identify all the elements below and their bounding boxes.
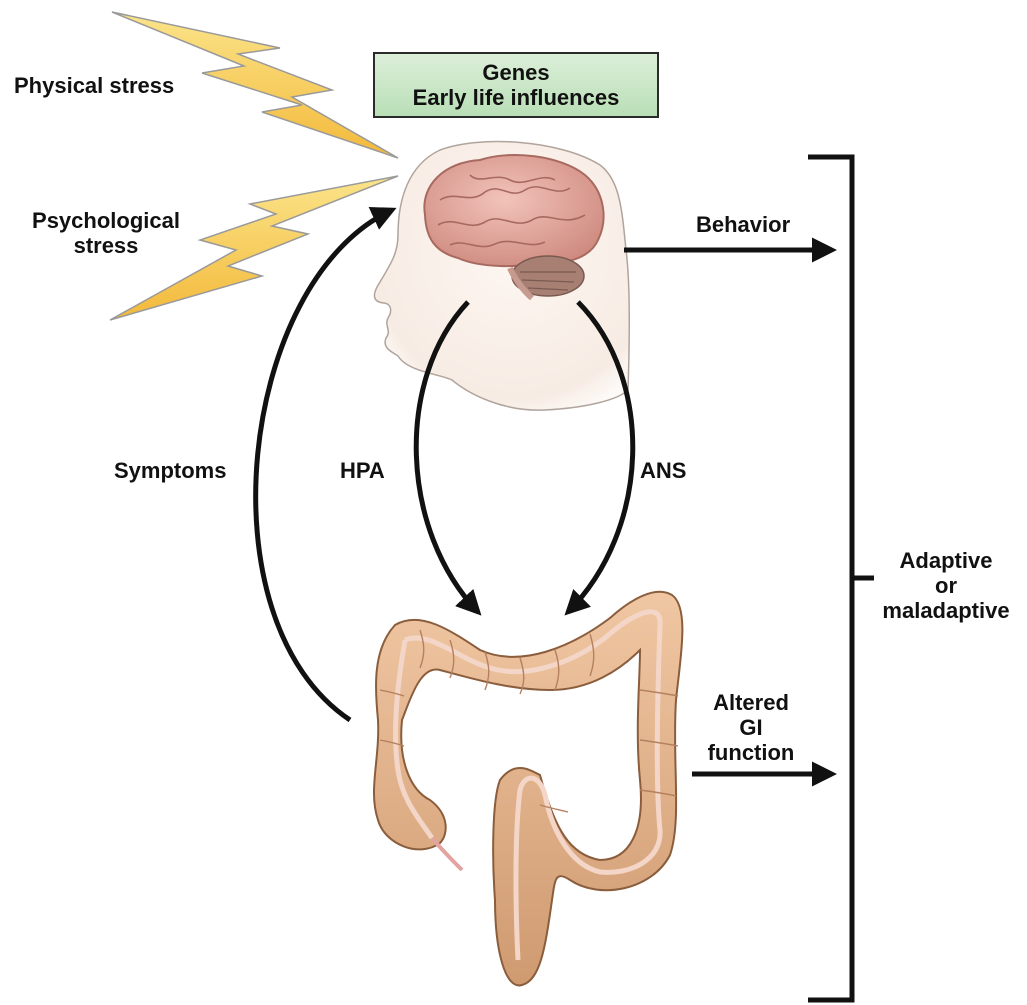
adaptive-line2: or <box>866 573 1026 598</box>
altered-line1: Altered <box>686 690 816 715</box>
outcome-bracket <box>808 157 874 1000</box>
ans-label: ANS <box>640 458 686 483</box>
altered-line2: GI <box>686 715 816 740</box>
adaptive-line3: maladaptive <box>866 598 1026 623</box>
colon-illustration <box>374 592 682 986</box>
altered-line3: function <box>686 740 816 765</box>
early-life-label: Early life influences <box>413 85 620 110</box>
genes-label: Genes <box>482 60 549 85</box>
altered-gi-function-label: Altered GI function <box>686 690 816 765</box>
psychological-line2: stress <box>16 233 196 258</box>
adaptive-line1: Adaptive <box>866 548 1026 573</box>
adaptive-maladaptive-label: Adaptive or maladaptive <box>866 548 1026 623</box>
genes-early-life-box: Genes Early life influences <box>373 52 659 118</box>
psychological-line1: Psychological <box>16 208 196 233</box>
symptoms-label: Symptoms <box>114 458 226 483</box>
psychological-stress-label: Psychological stress <box>16 208 196 258</box>
behavior-label: Behavior <box>696 212 790 237</box>
hpa-label: HPA <box>340 458 385 483</box>
physical-stress-label: Physical stress <box>14 73 174 98</box>
